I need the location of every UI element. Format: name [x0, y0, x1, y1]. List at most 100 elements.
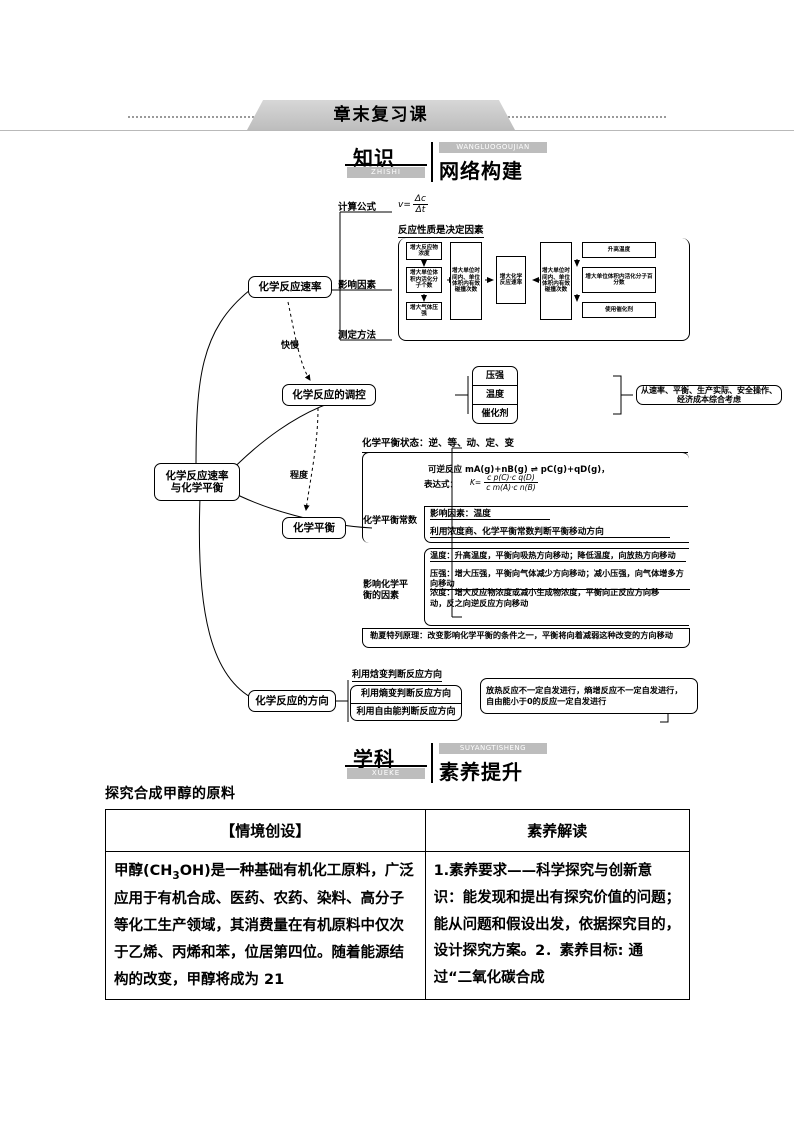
rate-formula-denominator: Δt	[415, 205, 426, 215]
equilibrium-reaction: 可逆反应 mA(g)+nB(g) ⇌ pC(g)+qD(g)，	[428, 465, 610, 475]
equilibrium-factors-frame	[424, 548, 689, 626]
table-title: 探究合成甲醇的原料	[105, 786, 236, 802]
k-numerator: c p(C)·c q(D)	[484, 473, 538, 483]
box-activated-molecules-label: 增大单位体积内活化分子个数	[410, 270, 438, 290]
node-reaction-rate-label: 化学反应速率	[258, 280, 322, 293]
box-use-catalyst-label: 使用催化剂	[605, 306, 633, 313]
table-cell-literacy: 1.素养要求——科学探究与创新意识：能发现和提出有探究价值的问题；能从问题和假设…	[424, 850, 691, 1001]
box-effective-collisions-right[interactable]: 增大单位时间内、单位体积内有效碰撞次数	[540, 242, 572, 320]
section-heading-rule-2	[345, 765, 427, 767]
direction-items-box: 利用熵变判断反应方向 利用自由能判断反应方向	[350, 685, 462, 721]
rate-formula-numerator: Δc	[412, 194, 428, 205]
node-center[interactable]: 化学反应速率 与化学平衡	[154, 463, 240, 501]
box-use-catalyst[interactable]: 使用催化剂	[582, 302, 656, 318]
label-formula: 计算公式	[338, 202, 377, 213]
table-cell-situation-text: 甲醇(CH3OH)是一种基础有机化工原料，广泛应用于有机合成、医药、农药、染料、…	[114, 863, 414, 988]
connector-label-degree: 程度	[290, 471, 309, 481]
box-activated-percentage-label: 增大单位体积内活化分子百分数	[585, 273, 653, 286]
box-activated-percentage[interactable]: 增大单位体积内活化分子百分数	[582, 267, 656, 293]
const-subframe	[424, 506, 689, 543]
node-center-label: 化学反应速率 与化学平衡	[165, 469, 229, 494]
section-heading-divider-1	[431, 142, 433, 182]
const-usage: 利用浓度商、化学平衡常数判断平衡移动方向	[430, 527, 670, 539]
table-cell-situation: 甲醇(CH3OH)是一种基础有机化工原料，广泛应用于有机合成、医药、农药、染料、…	[105, 850, 426, 1001]
banner-title: 章末复习课	[333, 105, 429, 125]
le-chatelier-frame	[362, 628, 690, 648]
box-increase-pressure[interactable]: 增大气体压强	[406, 302, 442, 320]
node-reaction-direction-label: 化学反应的方向	[255, 694, 329, 707]
knowledge-network-diagram: 化学反应速率 与化学平衡 化学反应速率 化学反应的调控 化学平衡 化学反应的方向…	[0, 180, 794, 740]
equilibrium-constant-expression: K= c p(C)·c q(D) c m(A)·c n(B)	[470, 473, 538, 492]
regulation-note[interactable]: 从速率、平衡、生产实际、安全操作、经济成本综合考虑	[636, 385, 782, 405]
node-regulation[interactable]: 化学反应的调控	[282, 384, 376, 406]
connector-label-fast-slow: 快慢	[281, 341, 300, 351]
section-heading-cn-4: 素养提升	[439, 760, 523, 784]
section-heading-cn-3: 学科	[353, 747, 395, 771]
label-measure-method: 测定方法	[338, 330, 377, 341]
section-heading-pinyin-3: XUEKE	[371, 769, 401, 777]
factor-concentration: 浓度：增大反应物浓度或减小生成物浓度，平衡向正反应方向移 动，反之向逆反应方向移…	[430, 587, 660, 609]
direction-item-1[interactable]: 利用熵变判断反应方向	[351, 686, 461, 704]
table-header-literacy: 素养解读	[424, 809, 691, 852]
section-heading-pinyin-4: SUYANGTISHENG	[459, 744, 527, 752]
const-sep-1	[424, 506, 688, 507]
page-banner: 章末复习课	[0, 100, 794, 134]
section-heading-rule-1	[345, 164, 427, 166]
direction-note[interactable]: 放热反应不一定自发进行，熵增反应不一定自发进行， 自由能小于0的反应一定自发进行	[480, 678, 698, 714]
box-activated-molecules[interactable]: 增大单位体积内活化分子个数	[406, 267, 442, 293]
rate-formula-v: v=	[398, 199, 411, 210]
direction-item-2[interactable]: 利用自由能判断反应方向	[356, 706, 456, 717]
k-symbol: K=	[470, 478, 482, 487]
direction-item-0[interactable]: 利用焓变判断反应方向	[352, 670, 443, 682]
table-header-situation: 【情境创设】	[105, 809, 426, 852]
factor-pressure: 压强：增大压强，平衡向气体减少方向移动；减小压强，向气体增多方向移动	[430, 568, 690, 590]
section-heading-cn-2: 网络构建	[439, 159, 523, 183]
banner-dots-right	[500, 116, 666, 118]
box-increase-concentration[interactable]: 增大反应物浓度	[406, 242, 442, 260]
k-denominator: c m(A)·c n(B)	[486, 483, 536, 492]
table-row: 甲醇(CH3OH)是一种基础有机化工原料，广泛应用于有机合成、医药、农药、染料、…	[105, 850, 691, 1001]
section-heading-pinyin-bg-3	[347, 768, 425, 779]
box-increase-reaction-rate-label: 增大化学反应速率	[499, 273, 523, 286]
banner-tab-shape	[247, 100, 515, 130]
node-equilibrium[interactable]: 化学平衡	[282, 517, 346, 539]
regulation-item-0[interactable]: 压强	[473, 367, 517, 386]
rate-formula: v= Δc Δt	[398, 194, 428, 215]
label-influencing-factors: 影响因素	[338, 280, 377, 291]
section-heading-cn-1: 知识	[353, 146, 395, 170]
box-effective-collisions-right-label: 增大单位时间内、单位体积内有效碰撞次数	[542, 268, 570, 294]
label-equilibrium-state: 化学平衡状态：逆、等、动、定、变	[362, 438, 515, 449]
const-influence-factor: 影响因素：温度	[430, 509, 550, 521]
node-equilibrium-label: 化学平衡	[293, 521, 335, 534]
section-heading-pinyin-bg-2	[439, 142, 547, 153]
banner-rule	[0, 130, 794, 131]
direction-note-label: 放热反应不一定自发进行，熵增反应不一定自发进行， 自由能小于0的反应一定自发进行	[486, 684, 683, 706]
rate-factor-container	[398, 238, 690, 341]
regulation-item-1[interactable]: 温度	[473, 386, 517, 405]
label-expression: 表达式：	[424, 480, 459, 490]
le-chatelier-principle: 勒夏特列原理：改变影响化学平衡的条件之一，平衡将向着减弱这种改变的方向移动	[370, 630, 673, 640]
box-effective-collisions-left[interactable]: 增大单位时间内、单位体积内有效碰撞次数	[450, 242, 482, 320]
literacy-table-wrap: 探究合成甲醇的原料 【情境创设】 素养解读 甲醇(CH3OH)是一种基础有机化工…	[105, 783, 691, 1001]
box-increase-pressure-label: 增大气体压强	[410, 304, 438, 317]
label-decisive-factor: 反应性质是决定因素	[398, 225, 484, 239]
label-equilibrium-factors: 影响化学平 衡的因素	[363, 580, 409, 602]
factor-temperature: 温度：升高温度，平衡向吸热方向移动；降低温度，向放热方向移动	[430, 550, 686, 562]
node-reaction-rate[interactable]: 化学反应速率	[248, 276, 332, 298]
section-heading-divider-2	[431, 743, 433, 783]
label-equilibrium-constant: 化学平衡常数	[363, 516, 418, 526]
section-heading-pinyin-bg-4	[439, 743, 547, 754]
regulation-item-2[interactable]: 催化剂	[481, 408, 509, 419]
box-increase-concentration-label: 增大反应物浓度	[410, 244, 438, 257]
section-heading-pinyin-2: WANGLUOGOUJIAN	[456, 143, 530, 151]
section-heading-pinyin-bg-1	[347, 167, 425, 178]
regulation-items: 压强 温度 催化剂	[472, 366, 518, 424]
box-increase-reaction-rate[interactable]: 增大化学反应速率	[496, 256, 526, 304]
box-raise-temperature[interactable]: 升高温度	[582, 242, 656, 258]
node-reaction-direction[interactable]: 化学反应的方向	[248, 690, 336, 712]
equilibrium-top-rule	[362, 452, 688, 453]
section-heading-pinyin-1: ZHISHI	[371, 168, 401, 176]
regulation-note-label: 从速率、平衡、生产实际、安全操作、经济成本综合考虑	[641, 385, 777, 404]
box-raise-temperature-label: 升高温度	[607, 246, 631, 253]
node-regulation-label: 化学反应的调控	[292, 388, 366, 401]
